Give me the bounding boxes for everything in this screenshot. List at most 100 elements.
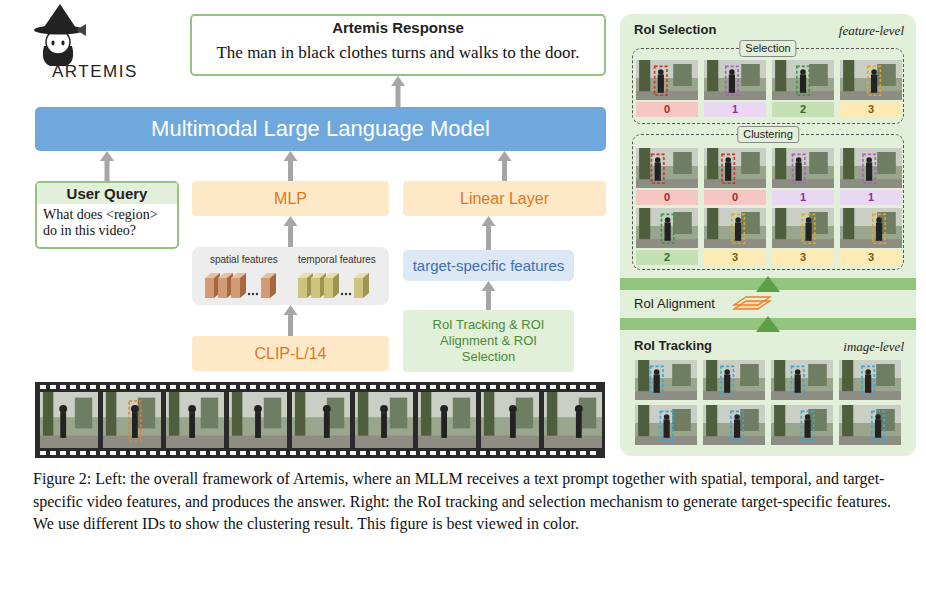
person-body	[724, 374, 730, 392]
arrow-shaft	[288, 225, 293, 247]
logo-text: ARTEMIS	[52, 62, 138, 82]
person-body	[734, 419, 740, 437]
cluster-id: 3	[840, 102, 902, 117]
id-number: 0	[664, 102, 670, 117]
frame-tree	[706, 405, 717, 437]
frame-tree	[707, 148, 718, 180]
group-box: Clustering00112333	[632, 134, 904, 270]
stage-title: RoI Tracking	[634, 338, 712, 353]
arrowhead	[100, 151, 114, 161]
sprocket-hole	[420, 385, 426, 389]
person-head	[254, 405, 262, 413]
roi-box	[797, 66, 809, 95]
video-frame	[635, 360, 697, 400]
feature-bar	[324, 273, 339, 298]
sprocket-hole	[160, 451, 166, 455]
roi-box	[873, 214, 885, 243]
flow-arrow	[482, 281, 496, 310]
sprocket-hole	[450, 451, 456, 455]
bar-side	[240, 273, 246, 298]
frame-floor	[771, 391, 833, 400]
sprocket-hole	[410, 451, 416, 455]
arrow-shaft	[502, 160, 507, 181]
frame-tree	[295, 392, 305, 437]
roi-box	[731, 411, 743, 440]
ellipsis-dot	[256, 293, 258, 295]
query-box: User QueryWhat does <region> do in this …	[35, 181, 179, 249]
roi-box	[868, 66, 880, 95]
video-frame	[703, 360, 765, 400]
frame-tree	[421, 392, 431, 437]
sprocket-hole	[520, 451, 526, 455]
feature-bar	[261, 273, 276, 298]
box-heading: Artemis Response	[332, 19, 464, 36]
sprocket-hole	[170, 451, 176, 455]
person-body	[805, 222, 811, 240]
sprocket-hole	[40, 385, 46, 389]
video-frame	[544, 392, 602, 448]
sprocket-hole	[370, 451, 376, 455]
cluster-id: 0	[704, 190, 766, 205]
person-body	[800, 74, 806, 92]
sprocket-hole	[370, 385, 376, 389]
cluster-id: 3	[772, 250, 834, 265]
person-head	[509, 405, 517, 413]
person-body	[725, 162, 731, 180]
person-head	[724, 369, 730, 375]
person-head	[795, 369, 801, 375]
film-strip	[35, 382, 605, 458]
frame-ground	[703, 360, 765, 400]
sprocket-hole	[60, 385, 66, 389]
person-body	[796, 162, 802, 180]
ellipsis-dot	[341, 293, 343, 295]
roi-box	[652, 154, 664, 183]
response-box: Artemis ResponseThe man in black clothes…	[190, 14, 606, 76]
feature-box: spatial featurestemporal features	[192, 247, 389, 305]
person-body	[132, 412, 138, 438]
sprocket-hole	[260, 385, 266, 389]
sprocket-hole	[90, 385, 96, 389]
roi-box	[872, 411, 884, 440]
sprocket-hole	[240, 451, 246, 455]
ellipsis-dot	[252, 293, 254, 295]
sprocket-hole	[570, 451, 576, 455]
bar-side	[363, 273, 369, 298]
frame-door	[876, 364, 895, 386]
person-head	[380, 405, 388, 413]
frame-ground	[772, 60, 834, 100]
video-frame	[636, 60, 698, 100]
frame-ground	[771, 360, 833, 400]
frame-tree	[484, 392, 494, 437]
frame-floor	[635, 391, 697, 400]
frame-ground	[771, 405, 833, 445]
flow-arrow	[284, 305, 298, 336]
id-number: 1	[732, 102, 738, 117]
sprocket-hole	[80, 385, 86, 389]
frame-tree	[775, 60, 786, 92]
person-body	[655, 162, 661, 180]
bar-side	[270, 273, 276, 298]
video-frame	[839, 360, 901, 400]
sprocket-hole	[170, 385, 176, 389]
person-body	[510, 412, 516, 438]
feature-label: spatial features	[210, 254, 278, 265]
frame-tree	[639, 208, 650, 240]
mechanism-panel: RoI Selectionfeature-levelRoI AlignmentR…	[620, 14, 916, 456]
person-head	[575, 405, 583, 413]
bar-front	[324, 278, 333, 298]
sprocket-hole	[70, 451, 76, 455]
bar-front	[311, 278, 320, 298]
sprocket-hole	[110, 451, 116, 455]
sprocket-hole	[430, 451, 436, 455]
roi-box	[791, 366, 803, 395]
cluster-id: 0	[636, 102, 698, 117]
frame-floor	[636, 179, 698, 188]
frame-ground	[636, 208, 698, 248]
frame-ground	[772, 208, 834, 248]
flow-arrow	[391, 76, 405, 107]
bar-front	[218, 278, 227, 298]
arrowhead	[284, 151, 298, 161]
ellipsis-dot	[248, 293, 250, 295]
frame-ground	[839, 405, 901, 445]
person-body	[804, 419, 810, 437]
